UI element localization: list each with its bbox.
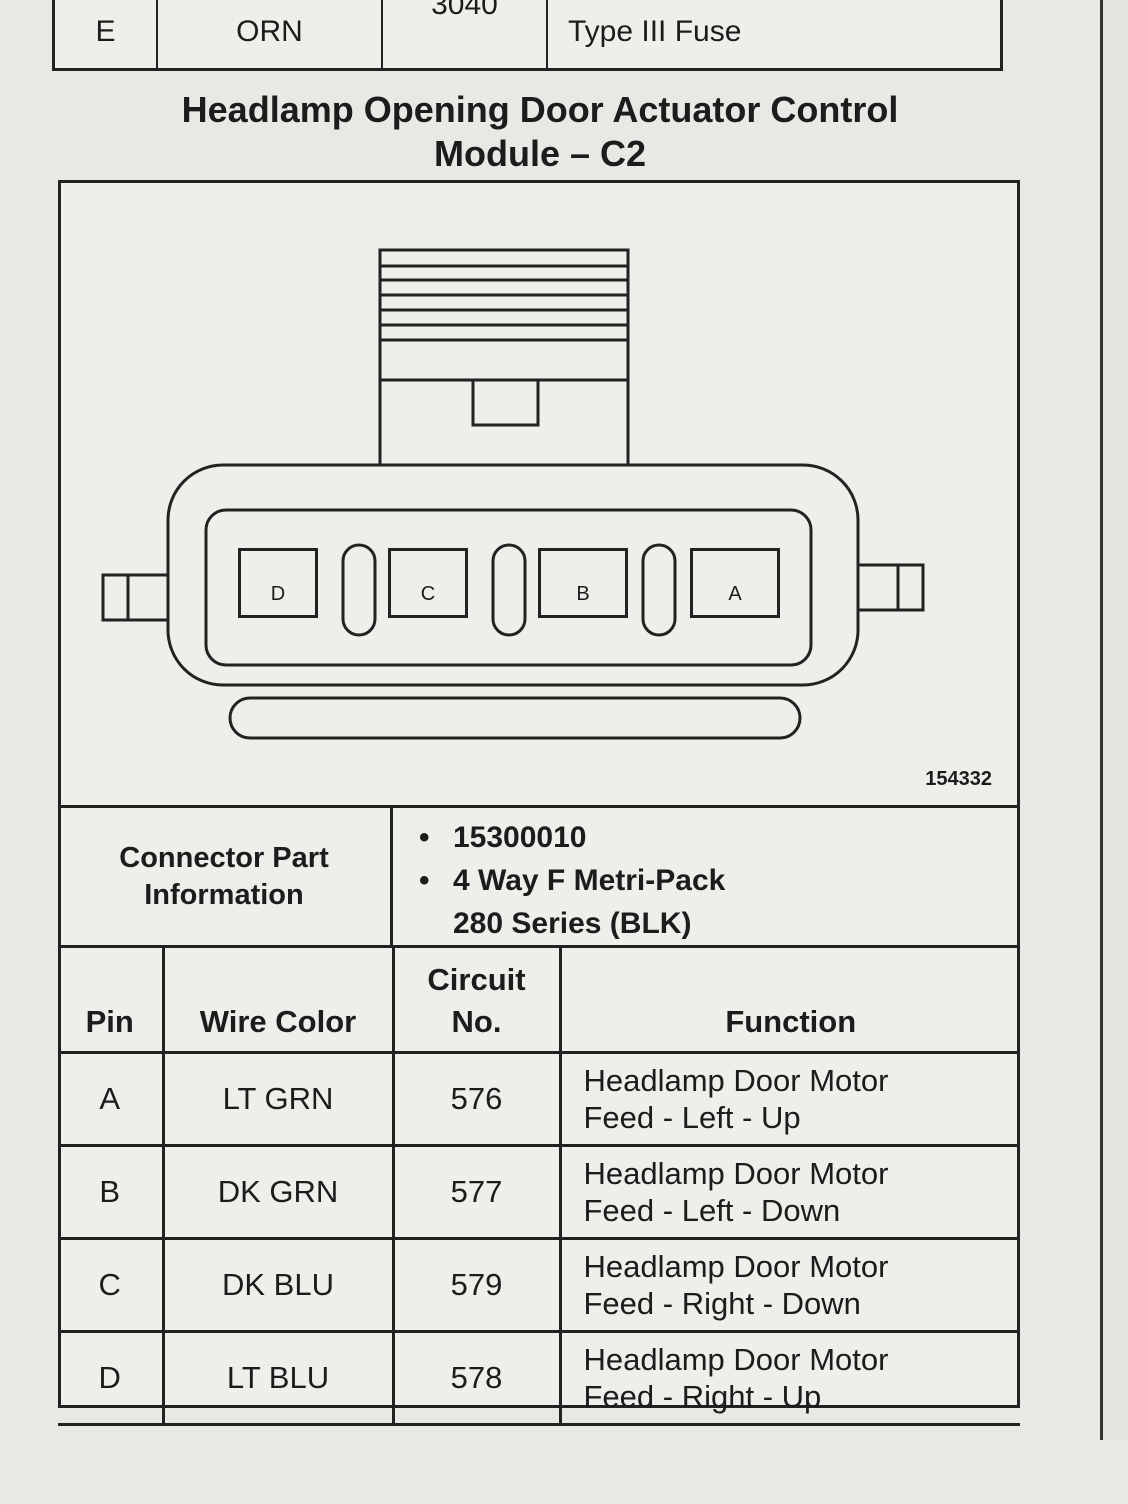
description-line-1: 4 Way F Metri-Pack [453,864,726,897]
label-line-1: Connector Part [119,841,329,874]
previous-table-row: E ORN 3040 Type III Fuse [52,0,1003,71]
circuit-cell: 578 [391,1330,562,1426]
title-line-2: Module – C2 [433,133,647,174]
pin-label: A [728,583,742,605]
description-line-2: 280 Series (BLK) [453,907,692,940]
label-line-2: Information [144,878,304,911]
header-wire-color: Wire Color [161,945,395,1054]
pin-cell: D [58,1330,165,1426]
function-line-1: Headlamp Door Motor [583,1249,889,1284]
pin-cell: C [58,1237,165,1333]
header-circuit-line-2: No. [451,1004,502,1039]
function-line-1: Headlamp Door Motor [583,1342,889,1377]
wire-color-cell: LT GRN [161,1051,395,1147]
circuit-cell: 579 [391,1237,562,1333]
wire-color-cell: LT BLU [161,1330,395,1426]
function-line-2: Feed - Left - Down [583,1193,841,1228]
connector-description: 4 Way F Metri-Pack 280 Series (BLK) [419,859,1020,945]
function-line-2: Feed - Right - Up [583,1379,822,1414]
part-number: 15300010 [419,816,1020,859]
function-line-2: Feed - Left - Up [583,1100,801,1135]
pin-label: B [576,583,590,605]
circuit-cell: 577 [391,1144,562,1240]
pin-cavity-c: C [388,548,468,618]
wire-color-cell: DK BLU [161,1237,395,1333]
pin-label: C [420,583,436,605]
pin-label: D [270,583,286,605]
wire-color-cell: DK GRN [161,1144,395,1240]
page-title: Headlamp Opening Door Actuator Control M… [60,88,1020,176]
title-line-1: Headlamp Opening Door Actuator Control [181,89,899,130]
function-line-1: Headlamp Door Motor [583,1063,889,1098]
circuit-cell: 3040 [383,0,548,68]
connector-info-list: 15300010 4 Way F Metri-Pack 280 Series (B… [393,808,1020,945]
connector-diagram: D C B A 154332 [58,180,1020,805]
pin-cavity-b: B [538,548,628,618]
function-cell: Type III Fuse [568,15,742,48]
circuit-cell: 576 [391,1051,562,1147]
header-circuit-line-1: Circuit [427,962,526,997]
header-pin: Pin [58,945,165,1054]
pin-cell: E [55,0,158,68]
connector-drawing [101,248,925,740]
figure-number: 154332 [925,768,992,790]
adjacent-page-edge [1100,0,1128,1440]
function-line-1: Headlamp Door Motor [583,1156,889,1191]
function-line-2: Feed - Right - Down [583,1286,861,1321]
pin-cavity-a: A [690,548,780,618]
pin-cell: A [58,1051,165,1147]
header-function: Function [558,945,1020,1054]
pin-cavity-d: D [238,548,318,618]
pin-cell: B [58,1144,165,1240]
wire-color-cell: ORN [158,0,383,68]
